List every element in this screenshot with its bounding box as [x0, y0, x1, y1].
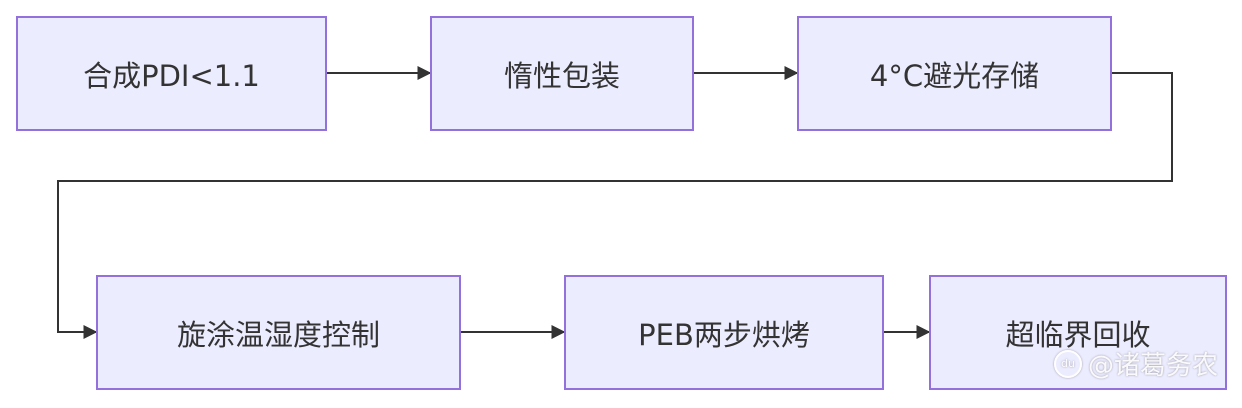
- node-inert-packaging-label: 惰性包装: [503, 58, 620, 93]
- watermark: du @诸葛务农: [1053, 345, 1218, 382]
- node-synthesis-label: 合成PDI<1.1: [83, 58, 260, 93]
- node-spin-coating-control: 旋涂温湿度控制: [96, 275, 461, 390]
- node-peb-two-step-bake: PEB两步烘烤: [564, 275, 884, 390]
- edge-n3-n4: [57, 72, 1173, 339]
- node-spin-coating-control-label: 旋涂温湿度控制: [176, 317, 380, 352]
- node-cold-dark-storage-label: 4°C避光存储: [869, 58, 1040, 93]
- node-cold-dark-storage: 4°C避光存储: [797, 16, 1112, 131]
- node-supercritical-recovery-label: 超临界回收: [1005, 317, 1151, 352]
- node-synthesis: 合成PDI<1.1: [16, 16, 327, 131]
- watermark-logo-icon: du: [1053, 349, 1082, 378]
- watermark-text: @诸葛务农: [1087, 351, 1218, 381]
- node-inert-packaging: 惰性包装: [430, 16, 694, 131]
- node-peb-two-step-bake-label: PEB两步烘烤: [638, 317, 810, 352]
